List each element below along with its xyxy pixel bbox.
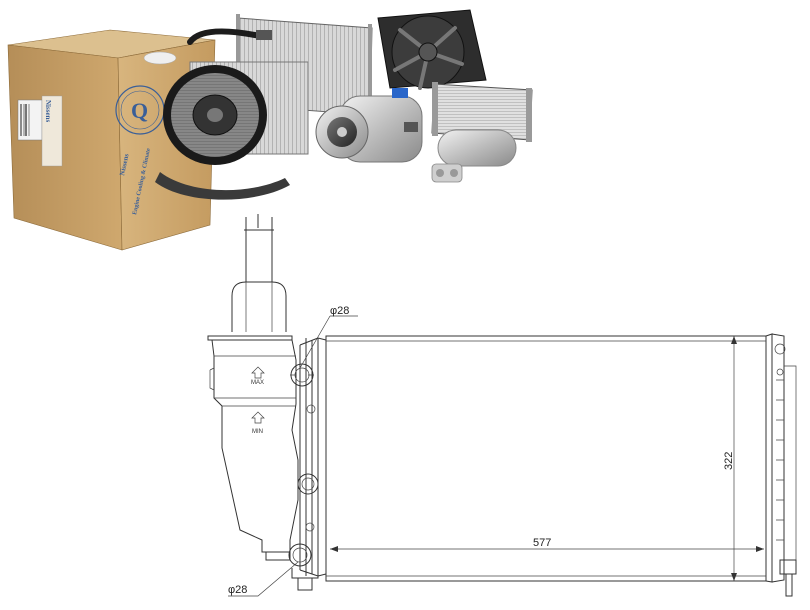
radiator-fan-part — [377, 9, 487, 90]
lower-hose-port — [288, 543, 312, 567]
core-height-value: 322 — [723, 452, 735, 470]
upper-hose-port — [290, 363, 314, 387]
blower-motor-part — [155, 61, 309, 200]
right-top-plug — [774, 343, 786, 355]
heater-core-part — [431, 82, 533, 142]
receiver-drier-part — [431, 129, 517, 183]
right-mount-hole — [776, 368, 784, 376]
tank-max-marker: MAX — [251, 366, 265, 386]
lower-diameter-label: φ28 — [228, 584, 247, 596]
bleed-screw — [306, 404, 316, 414]
tank-max-label: MAX — [251, 380, 264, 386]
upper-diameter-callout: φ28 — [299, 305, 358, 369]
lower-mount-hole — [305, 522, 315, 532]
height-dimension: 322 — [723, 336, 737, 581]
radiator-core — [325, 335, 767, 582]
tank-min-marker: MIN — [251, 411, 265, 435]
core-width-value: 577 — [533, 537, 551, 549]
radiator-drawing: MAX MIN — [207, 214, 797, 597]
mid-mount-boss — [297, 473, 319, 495]
box-logo-text: Nissens — [44, 100, 52, 122]
lower-diameter-callout: φ28 — [228, 561, 299, 597]
tank-min-label: MIN — [252, 429, 263, 435]
ac-compressor-part — [315, 88, 423, 163]
upper-diameter-label: φ28 — [330, 305, 349, 317]
right-side-tank — [765, 333, 797, 597]
width-dimension: 577 — [330, 537, 764, 552]
left-side-tank — [288, 337, 327, 591]
svg-text:Q: Q — [131, 98, 148, 123]
barcode-icon — [20, 104, 30, 136]
eco-sticker-icon — [143, 51, 177, 65]
expansion-tank — [207, 214, 299, 561]
